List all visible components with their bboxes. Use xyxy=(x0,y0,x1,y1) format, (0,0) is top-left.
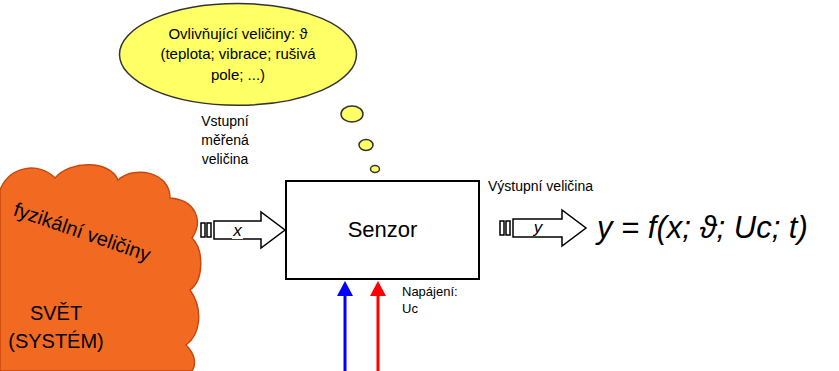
supply-caption: Napájení: Uc xyxy=(402,284,470,318)
bubble-outline xyxy=(120,4,357,106)
output-arrow xyxy=(513,210,586,246)
arrow-body xyxy=(214,212,285,248)
signal-name: x xyxy=(232,222,243,239)
cloud-outline xyxy=(0,165,201,371)
transfer-formula: y = f(x; ϑ; Uc; t) xyxy=(597,210,808,246)
node-text: SVĚT (SYSTÉM) xyxy=(0,299,112,355)
signal-name: y xyxy=(534,218,543,238)
thought-dot xyxy=(359,140,373,151)
supply-wire xyxy=(377,294,380,371)
arrow-stripe xyxy=(506,221,510,235)
arrow-stripe xyxy=(500,221,504,235)
thought-bubble: Ovlivňující veličiny: ϑ (teplota; vibrac… xyxy=(118,2,358,107)
arrow-stripe xyxy=(207,223,211,237)
input-caption: Vstupní měřená veličina xyxy=(183,112,267,169)
supply-arrowhead xyxy=(337,281,353,296)
sensor-box: Senzor xyxy=(285,180,480,280)
thought-dot xyxy=(341,106,363,122)
world-cloud: fyzikální veličinySVĚT (SYSTÉM) xyxy=(0,160,200,371)
supply-arrowhead xyxy=(370,281,386,296)
output-caption: Výstupní veličina xyxy=(488,178,593,194)
arrow-stripe xyxy=(201,223,205,237)
block-arrow xyxy=(201,212,285,248)
supply-wire xyxy=(344,294,347,371)
node-text: Ovlivňující veličiny: ϑ (teplota; vibrac… xyxy=(149,24,327,85)
thought-dot xyxy=(371,166,380,173)
node-text: Senzor xyxy=(348,217,418,243)
